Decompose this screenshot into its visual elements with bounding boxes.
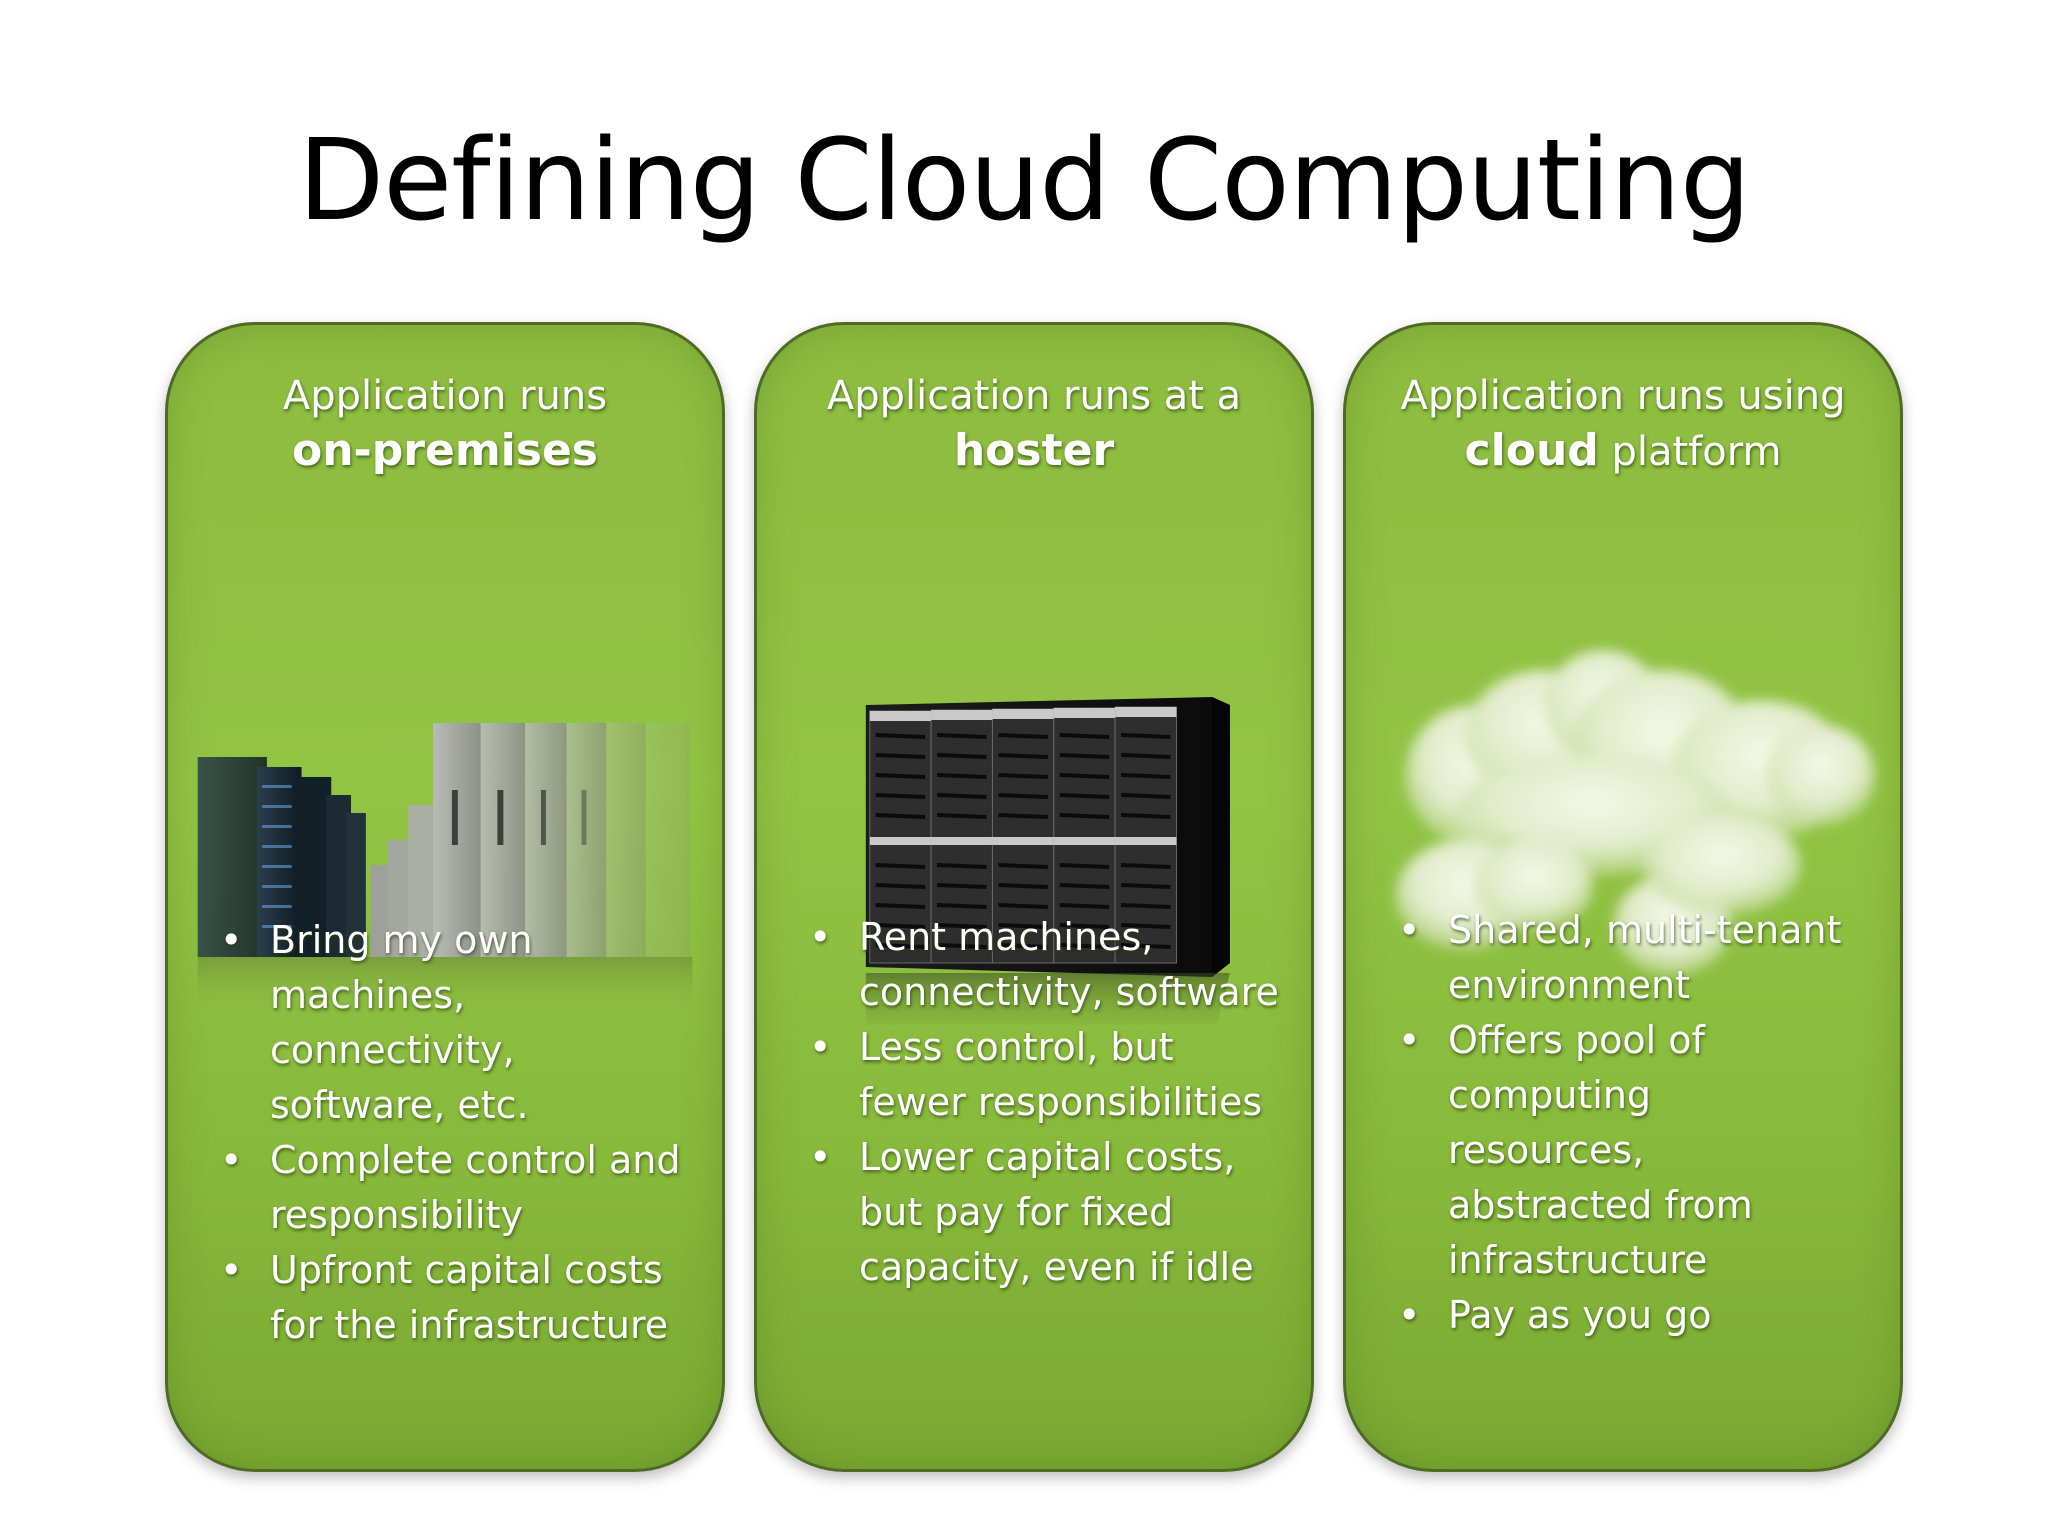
panel-header-line1: Application runs at a bbox=[826, 373, 1242, 419]
bullet-dot: • bbox=[809, 1025, 832, 1069]
bullet-dot: • bbox=[1398, 908, 1421, 952]
bullet-dot: • bbox=[220, 918, 243, 962]
bullet-text: Shared, multi-tenant environment bbox=[1448, 908, 1842, 1007]
bullet-dot: • bbox=[809, 915, 832, 959]
server-racks-image bbox=[168, 505, 722, 1025]
list-item: • Bring my own machines, connectivity, so… bbox=[220, 913, 700, 1133]
bullet-text: Complete control and responsibility bbox=[270, 1138, 681, 1237]
panel-hoster: Application runs at a hoster bbox=[754, 322, 1314, 1472]
panel-header-line1: Application runs bbox=[282, 373, 608, 419]
panel-header-rest: platform bbox=[1598, 429, 1782, 475]
panel-header-bold: cloud bbox=[1464, 425, 1599, 476]
cloud-image bbox=[1346, 505, 1900, 1025]
bullet-text: Lower capital costs, but pay for fixed c… bbox=[859, 1135, 1254, 1289]
bullet-list: • Shared, multi-tenant environment • Offer… bbox=[1398, 903, 1848, 1343]
slide-title: Defining Cloud Computing bbox=[297, 116, 1751, 246]
bullet-dot: • bbox=[220, 1248, 243, 1292]
panel-header-line2: on-premises bbox=[168, 422, 722, 479]
bullet-text: Upfront capital costs for the infrastruc… bbox=[270, 1248, 669, 1347]
bullet-text: Offers pool of computing resources, abst… bbox=[1448, 1018, 1753, 1282]
list-item: • Rent machines, connectivity, software bbox=[809, 910, 1289, 1020]
list-item: • Lower capital costs, but pay for fixed … bbox=[809, 1130, 1289, 1295]
bullet-text: Rent machines, connectivity, software bbox=[859, 915, 1279, 1014]
list-item: • Pay as you go bbox=[1398, 1288, 1848, 1343]
panel-header: Application runs using cloud platform bbox=[1346, 370, 1900, 479]
panel-header: Application runs on-premises bbox=[168, 370, 722, 479]
bullet-text: Less control, but fewer responsibilities bbox=[859, 1025, 1263, 1124]
bullet-dot: • bbox=[1398, 1018, 1421, 1062]
bullet-dot: • bbox=[220, 1138, 243, 1182]
list-item: • Shared, multi-tenant environment bbox=[1398, 903, 1848, 1013]
bullet-list: • Bring my own machines, connectivity, so… bbox=[220, 913, 700, 1353]
hosted-server-cabinet-image bbox=[757, 505, 1311, 1025]
bullet-text: Pay as you go bbox=[1448, 1293, 1712, 1337]
list-item: • Complete control and responsibility bbox=[220, 1133, 700, 1243]
bullet-list: • Rent machines, connectivity, software •… bbox=[809, 910, 1289, 1295]
panel-cloud: Application runs using cloud platform bbox=[1343, 322, 1903, 1472]
bullet-dot: • bbox=[1398, 1293, 1421, 1337]
panel-header: Application runs at a hoster bbox=[757, 370, 1311, 479]
bullet-text: Bring my own machines, connectivity, sof… bbox=[270, 918, 533, 1127]
panel-header-line1: Application runs using bbox=[1400, 373, 1846, 419]
list-item: • Less control, but fewer responsibilitie… bbox=[809, 1020, 1289, 1130]
bullet-dot: • bbox=[809, 1135, 832, 1179]
list-item: • Upfront capital costs for the infrastru… bbox=[220, 1243, 700, 1353]
list-item: • Offers pool of computing resources, abs… bbox=[1398, 1013, 1848, 1288]
panel-header-line2: cloud platform bbox=[1346, 422, 1900, 479]
panel-header-bold: on-premises bbox=[291, 425, 598, 476]
panel-on-premises: Application runs on-premises bbox=[165, 322, 725, 1472]
panel-header-line2: hoster bbox=[757, 422, 1311, 479]
panel-header-bold: hoster bbox=[953, 425, 1115, 476]
